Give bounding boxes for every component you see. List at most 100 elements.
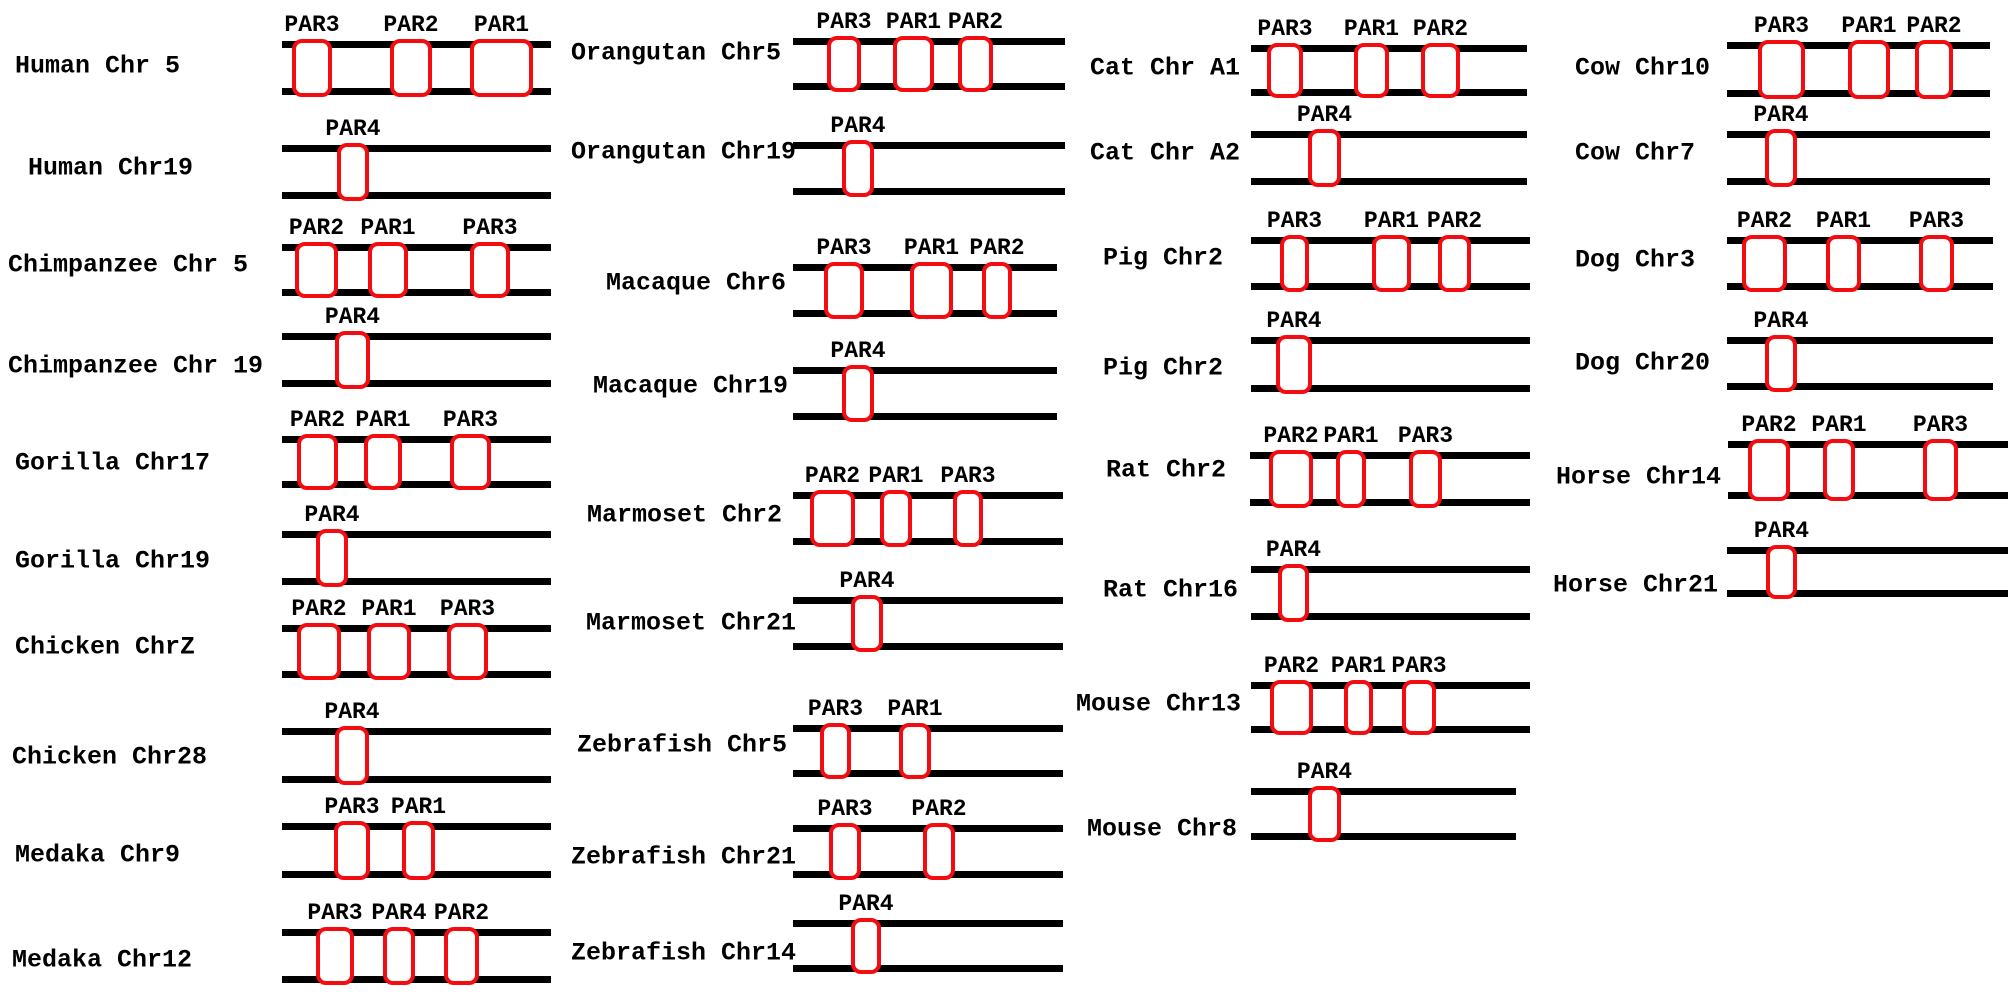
species-label: Medaka Chr12 bbox=[12, 945, 193, 975]
chromosome-line-top bbox=[1251, 131, 1527, 138]
par-region-box bbox=[1848, 40, 1890, 99]
par-label: PAR2 bbox=[291, 596, 347, 622]
chromosome-line-top bbox=[1251, 566, 1530, 573]
chromosome-line-top bbox=[282, 244, 551, 251]
par-region-box bbox=[470, 242, 510, 298]
species-label: Gorilla Chr17 bbox=[15, 448, 211, 478]
chromosome-line-top bbox=[793, 597, 1063, 604]
chromosome-line-top bbox=[1251, 337, 1530, 344]
par-region-box bbox=[297, 434, 338, 490]
par-region-box bbox=[1402, 680, 1436, 735]
chromosome-line-bottom bbox=[1251, 89, 1527, 96]
chromosome-line-top bbox=[1251, 45, 1527, 52]
par-label: PAR2 bbox=[1263, 423, 1319, 449]
par-label: PAR3 bbox=[816, 235, 872, 261]
species-label: Marmoset Chr21 bbox=[586, 608, 797, 638]
species-label: Rat Chr16 bbox=[1103, 575, 1239, 605]
par-label: PAR2 bbox=[1741, 412, 1797, 438]
species-label: Cat Chr A1 bbox=[1090, 53, 1241, 83]
chromosome-line-bottom bbox=[793, 413, 1057, 420]
par-region-box bbox=[1421, 43, 1460, 98]
par-region-box bbox=[1923, 439, 1958, 501]
par-label: PAR1 bbox=[360, 215, 416, 241]
par-region-box bbox=[923, 823, 955, 880]
par-region-box bbox=[295, 242, 338, 298]
par-region-box bbox=[880, 490, 912, 547]
par-label: PAR2 bbox=[383, 12, 439, 38]
chromosome-line-bottom bbox=[1251, 613, 1530, 620]
par-label: PAR3 bbox=[1753, 13, 1810, 39]
par-label: PAR1 bbox=[903, 235, 960, 261]
par-label: PAR3 bbox=[816, 9, 872, 35]
par-region-box bbox=[1372, 235, 1411, 292]
species-label: Pig Chr2 bbox=[1103, 243, 1224, 273]
species-label: Dog Chr3 bbox=[1575, 245, 1696, 275]
par-label: PAR2 bbox=[969, 235, 1025, 261]
chromosome-line-bottom bbox=[282, 671, 551, 678]
par-label: PAR4 bbox=[1753, 308, 1809, 334]
par-label: PAR2 bbox=[804, 463, 861, 489]
species-label: Human Chr 5 bbox=[15, 51, 181, 81]
chromosome-line-top bbox=[282, 625, 551, 632]
par-region-box bbox=[1823, 439, 1855, 501]
chromosome-line-bottom bbox=[1251, 833, 1516, 840]
par-region-box bbox=[1354, 43, 1389, 98]
species-label: Macaque Chr19 bbox=[593, 371, 789, 401]
chromosome-line-top bbox=[1727, 131, 1990, 138]
par-label: PAR1 bbox=[361, 596, 417, 622]
par-region-box bbox=[316, 529, 348, 587]
par-region-box bbox=[1765, 335, 1797, 392]
par-label: PAR3 bbox=[1912, 412, 1969, 438]
chromosome-line-top bbox=[1251, 682, 1530, 689]
species-label: Cow Chr10 bbox=[1575, 53, 1711, 83]
par-region-box bbox=[1758, 40, 1805, 99]
par-region-box bbox=[368, 242, 408, 298]
par-region-box bbox=[364, 434, 402, 490]
par-label: PAR4 bbox=[304, 502, 360, 528]
par-label: PAR1 bbox=[1811, 412, 1867, 438]
species-label: Chicken ChrZ bbox=[15, 632, 196, 662]
par-label: PAR3 bbox=[1266, 208, 1323, 234]
species-label: Zebrafish Chr5 bbox=[577, 730, 788, 760]
par-label: PAR2 bbox=[1412, 16, 1469, 42]
par-region-box bbox=[1409, 450, 1442, 508]
par-region-box bbox=[402, 821, 435, 880]
chromosome-line-top bbox=[1727, 547, 2008, 554]
par-region-box bbox=[851, 595, 883, 652]
chromosome-line-top bbox=[1727, 337, 1993, 344]
par-region-box bbox=[827, 36, 861, 92]
par-label: PAR4 bbox=[324, 304, 381, 330]
chromosome-line-top bbox=[793, 142, 1065, 149]
par-label: PAR2 bbox=[288, 215, 345, 241]
chromosome-line-bottom bbox=[1728, 492, 2008, 499]
par-region-box bbox=[1276, 335, 1312, 394]
par-region-box bbox=[450, 434, 491, 490]
par-label: PAR3 bbox=[442, 407, 499, 433]
par-region-box bbox=[292, 39, 332, 97]
par-region-box bbox=[1919, 235, 1954, 292]
par-label: PAR3 bbox=[307, 900, 363, 926]
par-region-box bbox=[335, 726, 369, 785]
chromosome-line-bottom bbox=[1727, 283, 1993, 290]
par-label: PAR3 bbox=[324, 794, 380, 820]
chromosome-line-top bbox=[282, 728, 551, 735]
chromosome-line-top bbox=[1728, 441, 2008, 448]
par-region-box bbox=[1336, 450, 1366, 508]
chromosome-line-bottom bbox=[282, 380, 551, 387]
par-region-box bbox=[820, 723, 851, 779]
par-label: PAR1 bbox=[887, 696, 943, 722]
chromosome-line-top bbox=[282, 333, 551, 340]
par-region-box bbox=[1438, 235, 1471, 292]
chromosome-line-bottom bbox=[793, 965, 1063, 972]
par-region-box bbox=[1280, 235, 1309, 292]
par-region-box bbox=[1766, 545, 1797, 599]
par-region-box bbox=[447, 623, 488, 680]
par-label: PAR2 bbox=[433, 900, 490, 926]
chromosome-line-bottom bbox=[282, 192, 551, 199]
par-label: PAR2 bbox=[1263, 653, 1320, 679]
chromosome-line-bottom bbox=[282, 776, 551, 783]
par-region-box bbox=[335, 331, 370, 389]
chromosome-line-top bbox=[793, 920, 1063, 927]
par-label: PAR1 bbox=[355, 407, 411, 433]
chromosome-line-bottom bbox=[793, 643, 1063, 650]
